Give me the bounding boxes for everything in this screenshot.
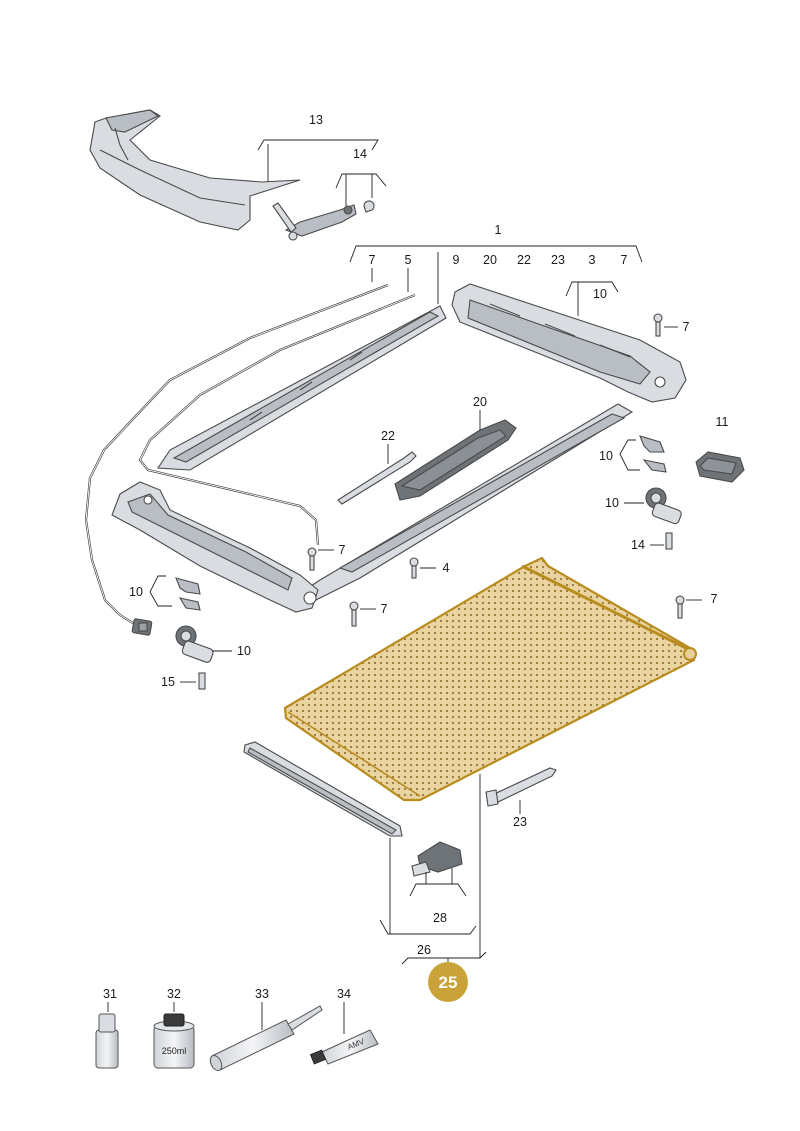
callout-7-top: 7 <box>621 253 628 267</box>
highlight-badge-circle <box>428 962 468 1002</box>
screw <box>349 601 359 627</box>
container-label: 250ml <box>162 1046 187 1056</box>
callout-15: 11 <box>716 415 729 429</box>
callout-11: 10 <box>237 644 251 658</box>
callout-10-right: 10 <box>599 449 613 463</box>
drive-cable-assembly <box>394 419 517 501</box>
callout-14-left: 15 <box>161 675 175 689</box>
callout-22: 22 <box>381 429 395 443</box>
screw <box>675 595 685 619</box>
callout-28: 28 <box>433 911 447 925</box>
container-32: 250ml <box>153 1013 195 1069</box>
drain-hose-cable <box>84 283 389 636</box>
callout-13: 10 <box>605 496 619 510</box>
callout-9: 7 <box>369 253 376 267</box>
guide-pin <box>337 451 417 505</box>
motor-right <box>639 435 682 550</box>
callout-1: 1 <box>495 223 502 237</box>
callout-4: 4 <box>443 561 450 575</box>
callout-32: 32 <box>167 987 181 1001</box>
frame-seal <box>138 293 416 546</box>
highlight-badge-25[interactable]: 25 <box>428 962 468 1002</box>
sun-blind <box>283 556 697 802</box>
callout-23-top: 23 <box>551 253 565 267</box>
callout-17: 14 <box>353 147 367 161</box>
cartridge-33 <box>209 1005 323 1072</box>
motor-left <box>175 577 214 690</box>
callout-34: 34 <box>337 987 351 1001</box>
callout-31: 31 <box>103 987 117 1001</box>
callout-7-c: 7 <box>381 602 388 616</box>
highlight-badge-number: 25 <box>439 973 458 992</box>
callout-20: 20 <box>473 395 487 409</box>
callout-20-top: 20 <box>483 253 497 267</box>
latch-pin <box>485 767 557 807</box>
callout-5: 5 <box>405 253 412 267</box>
screws <box>307 313 685 627</box>
callout-10-top-a: 9 <box>453 253 460 267</box>
callout-14-right: 14 <box>631 538 645 552</box>
control-unit <box>695 451 745 483</box>
callout-10-left: 10 <box>129 585 143 599</box>
callout-7-a: 7 <box>683 320 690 334</box>
screw <box>653 313 663 337</box>
tube-34: AMV <box>309 1029 379 1065</box>
leader-lines <box>107 139 702 1034</box>
sunroof-frame <box>111 283 687 613</box>
callout-16: 13 <box>309 113 323 127</box>
clip <box>411 841 463 877</box>
callout-22-top: 22 <box>517 253 531 267</box>
callout-33: 33 <box>255 987 269 1001</box>
screw <box>307 547 317 571</box>
callout-3: 3 <box>589 253 596 267</box>
callout-7-b: 7 <box>339 543 346 557</box>
bottle-31 <box>95 1013 119 1069</box>
callout-labels: 13 14 1 7 5 9 20 22 23 3 7 10 7 20 11 22… <box>103 113 728 1001</box>
callout-26: 26 <box>417 943 431 957</box>
rear-cover-panel <box>89 109 301 231</box>
bracket-with-bolt <box>272 200 375 241</box>
callout-7-d: 7 <box>711 592 718 606</box>
screw <box>409 557 419 579</box>
callout-23: 23 <box>513 815 527 829</box>
callout-10-top-b: 10 <box>593 287 607 301</box>
seal-strip <box>243 741 403 837</box>
